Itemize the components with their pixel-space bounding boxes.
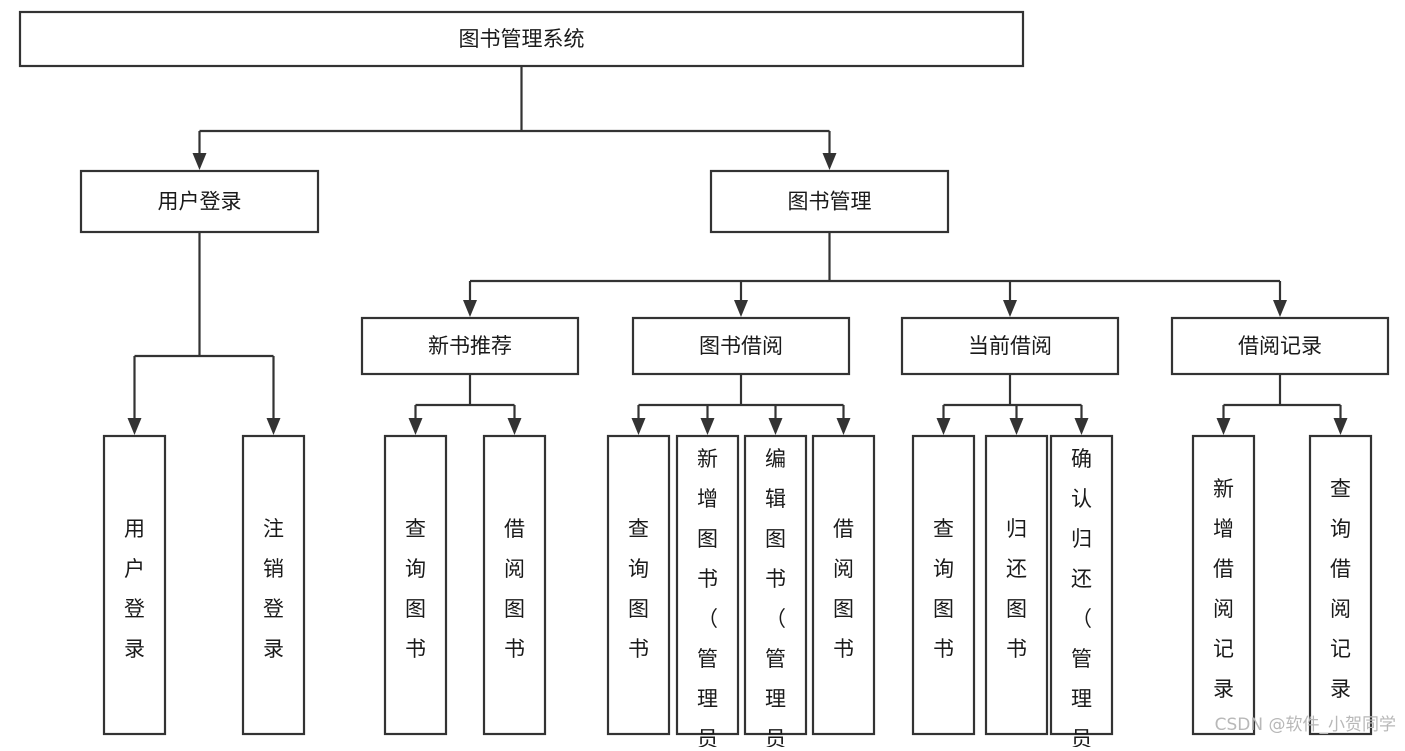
arrow-icon-user-login: [192, 153, 207, 170]
node-box-leaf-query-record[interactable]: [1308, 434, 1373, 736]
csdn-watermark: CSDN @软件_小贺同学: [1215, 715, 1396, 735]
arrow-icon-leaf-user-logout: [266, 418, 281, 435]
node-box-leaf-borrow-book-rec[interactable]: [482, 434, 547, 736]
node-box-leaf-edit-book[interactable]: [743, 434, 808, 736]
node-current-borrow[interactable]: 当前借阅: [900, 316, 1120, 376]
node-box-book-borrow[interactable]: [631, 316, 851, 376]
node-box-leaf-query-book-rec[interactable]: [383, 434, 448, 736]
connector-layer: [127, 66, 1348, 435]
node-leaf-user-login[interactable]: 用户登录: [102, 434, 167, 736]
node-box-user-login[interactable]: [79, 169, 320, 234]
node-label-leaf-add-record: 新增借阅记录: [1213, 477, 1234, 701]
node-box-leaf-return-book[interactable]: [984, 434, 1049, 736]
node-label-leaf-borrow-book-rec: 借阅图书: [504, 517, 525, 661]
node-leaf-return-book[interactable]: 归还图书: [984, 434, 1049, 736]
node-box-new-book-rec[interactable]: [360, 316, 580, 376]
node-label-book-borrow: 图书借阅: [699, 334, 783, 358]
node-box-current-borrow[interactable]: [900, 316, 1120, 376]
node-layer: 图书管理系统用户登录图书管理新书推荐图书借阅当前借阅借阅记录用户登录注销登录查询…: [18, 10, 1390, 751]
node-box-leaf-query-book-borrow[interactable]: [606, 434, 671, 736]
node-borrow-record[interactable]: 借阅记录: [1170, 316, 1390, 376]
node-new-book-rec[interactable]: 新书推荐: [360, 316, 580, 376]
arrow-icon-leaf-add-record: [1216, 418, 1231, 435]
node-label-user-login: 用户登录: [158, 190, 242, 214]
node-box-leaf-add-record[interactable]: [1191, 434, 1256, 736]
node-label-borrow-record: 借阅记录: [1238, 334, 1322, 358]
node-leaf-edit-book[interactable]: 编辑图书（管理员）: [743, 434, 808, 751]
arrow-icon-current-borrow: [1003, 300, 1017, 317]
node-box-root[interactable]: [18, 10, 1025, 68]
arrow-icon-book-manage: [822, 153, 837, 170]
node-book-manage[interactable]: 图书管理: [709, 169, 950, 234]
node-label-leaf-query-book-cur: 查询图书: [933, 517, 954, 661]
arrow-icon-leaf-confirm-return: [1074, 418, 1089, 435]
arrow-icon-leaf-query-book-borrow: [631, 418, 646, 435]
node-box-borrow-record[interactable]: [1170, 316, 1390, 376]
node-leaf-add-record[interactable]: 新增借阅记录: [1191, 434, 1256, 736]
node-label-book-manage: 图书管理: [788, 190, 872, 214]
arrow-icon-leaf-query-book-rec: [408, 418, 423, 435]
node-leaf-confirm-return[interactable]: 确认归还（管理员）: [1049, 434, 1114, 751]
node-user-login[interactable]: 用户登录: [79, 169, 320, 234]
node-label-leaf-confirm-return: 确认归还（管理员）: [1071, 447, 1092, 747]
node-leaf-add-book[interactable]: 新增图书（管理员）: [675, 434, 740, 751]
arrow-icon-leaf-borrow-book: [836, 418, 851, 435]
node-leaf-query-book-rec[interactable]: 查询图书: [383, 434, 448, 736]
arrow-icon-borrow-record: [1273, 300, 1287, 317]
node-label-new-book-rec: 新书推荐: [428, 334, 512, 358]
node-box-leaf-add-book[interactable]: [675, 434, 740, 736]
node-box-leaf-borrow-book[interactable]: [811, 434, 876, 736]
arrow-icon-book-borrow: [734, 300, 748, 317]
node-leaf-query-book-cur[interactable]: 查询图书: [911, 434, 976, 736]
node-leaf-borrow-book[interactable]: 借阅图书: [811, 434, 876, 736]
arrow-icon-leaf-add-book: [700, 418, 715, 435]
node-label-leaf-query-book-borrow: 查询图书: [628, 517, 649, 661]
node-label-leaf-query-record: 查询借阅记录: [1330, 477, 1351, 701]
node-book-borrow[interactable]: 图书借阅: [631, 316, 851, 376]
node-leaf-user-logout[interactable]: 注销登录: [241, 434, 306, 736]
node-box-leaf-user-login[interactable]: [102, 434, 167, 736]
node-leaf-query-record[interactable]: 查询借阅记录: [1308, 434, 1373, 736]
arrow-icon-new-book-rec: [463, 300, 477, 317]
node-label-root: 图书管理系统: [459, 27, 585, 51]
node-root[interactable]: 图书管理系统: [18, 10, 1025, 68]
arrow-icon-leaf-user-login: [127, 418, 142, 435]
node-label-current-borrow: 当前借阅: [968, 334, 1052, 358]
node-box-leaf-user-logout[interactable]: [241, 434, 306, 736]
arrow-icon-leaf-query-book-cur: [936, 418, 951, 435]
arrow-icon-leaf-borrow-book-rec: [507, 418, 522, 435]
arrow-icon-leaf-query-record: [1333, 418, 1348, 435]
node-leaf-query-book-borrow[interactable]: 查询图书: [606, 434, 671, 736]
node-label-leaf-borrow-book: 借阅图书: [833, 517, 854, 661]
node-box-leaf-query-book-cur[interactable]: [911, 434, 976, 736]
node-label-leaf-return-book: 归还图书: [1006, 517, 1027, 661]
arrow-icon-leaf-edit-book: [768, 418, 783, 435]
node-box-book-manage[interactable]: [709, 169, 950, 234]
node-label-leaf-user-login: 用户登录: [124, 517, 145, 661]
node-label-leaf-add-book: 新增图书（管理员）: [697, 447, 718, 747]
node-label-leaf-user-logout: 注销登录: [263, 517, 284, 661]
node-label-leaf-query-book-rec: 查询图书: [405, 517, 426, 661]
node-label-leaf-edit-book: 编辑图书（管理员）: [765, 447, 786, 747]
node-box-leaf-confirm-return[interactable]: [1049, 434, 1114, 736]
arrow-icon-leaf-return-book: [1009, 418, 1024, 435]
node-leaf-borrow-book-rec[interactable]: 借阅图书: [482, 434, 547, 736]
